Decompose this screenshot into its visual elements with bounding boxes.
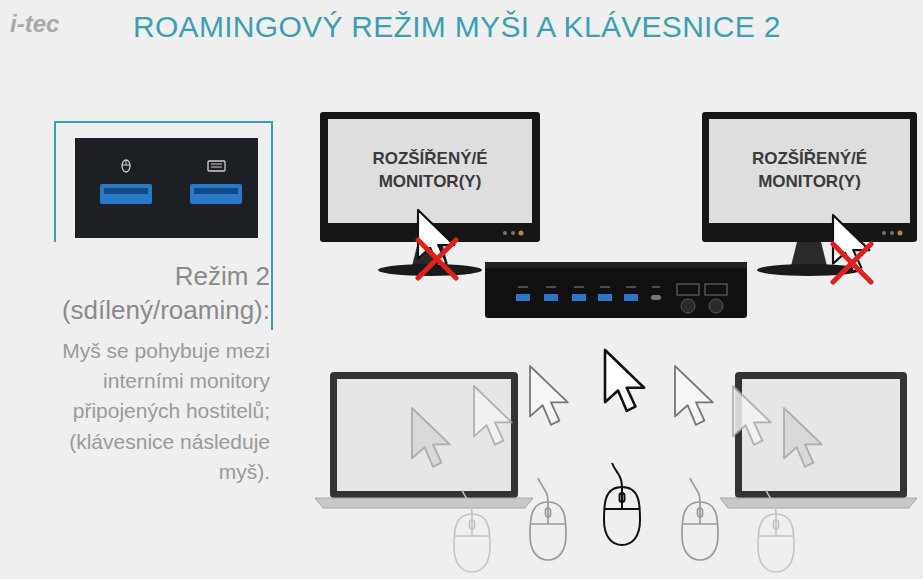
mouse-part bbox=[758, 490, 794, 572]
monitor-part bbox=[791, 242, 827, 266]
usb-port-photo-part bbox=[211, 164, 222, 167]
mode-description: Režim 2 (sdílený/roaming): Myš se pohybuj… bbox=[30, 122, 270, 488]
usb-port-photo bbox=[75, 138, 258, 238]
docking-station-part bbox=[518, 286, 660, 287]
laptop-part bbox=[315, 498, 533, 508]
roaming-cursor bbox=[412, 350, 822, 467]
monitor-part bbox=[328, 119, 532, 223]
monitor-screen: ROZŠÍŘENÝ/É MONITOR(Y) bbox=[709, 119, 910, 223]
mouse-part bbox=[604, 463, 640, 545]
monitor-part bbox=[709, 119, 910, 223]
laptop bbox=[315, 372, 533, 508]
blocked-cursor-part bbox=[418, 240, 456, 278]
usb-port-photo-part bbox=[100, 184, 152, 204]
usb-port-photo-part bbox=[208, 161, 225, 171]
docking-station-part bbox=[485, 262, 747, 318]
laptop-part bbox=[330, 372, 518, 498]
mouse-part bbox=[682, 478, 718, 560]
usb-port-photo-part bbox=[122, 160, 130, 165]
monitor bbox=[702, 112, 917, 276]
laptop bbox=[720, 372, 917, 508]
docking-station-part bbox=[705, 284, 727, 295]
docking-station-part bbox=[572, 294, 586, 301]
laptop-part bbox=[337, 379, 511, 491]
usb-port-photo-part bbox=[104, 188, 148, 194]
roaming-cursor-part bbox=[733, 386, 771, 445]
docking-station-part bbox=[544, 294, 558, 301]
docking-station bbox=[485, 262, 747, 318]
roaming-cursor-part bbox=[412, 408, 450, 467]
monitor-part bbox=[503, 231, 507, 235]
monitor-screen: ROZŠÍŘENÝ/É MONITOR(Y) bbox=[328, 119, 532, 223]
usb-port-photo-part bbox=[122, 160, 130, 172]
roaming-cursor-part bbox=[605, 350, 644, 411]
blocked-cursor bbox=[833, 215, 871, 282]
usb-port-photo-part bbox=[75, 138, 258, 238]
usb-port-photo-part bbox=[190, 184, 242, 204]
docking-station-part bbox=[677, 284, 699, 295]
monitor-label: ROZŠÍŘENÝ/É MONITOR(Y) bbox=[360, 148, 500, 194]
usb-port-photo-part bbox=[194, 188, 238, 194]
laptop-part bbox=[742, 379, 900, 491]
docking-station-part bbox=[485, 262, 747, 268]
blocked-cursor-part bbox=[833, 244, 871, 282]
monitor-part bbox=[519, 231, 524, 236]
roaming-cursor-part bbox=[474, 386, 512, 445]
monitor-part bbox=[511, 231, 515, 235]
monitor-part bbox=[882, 231, 886, 235]
monitor-part bbox=[890, 231, 894, 235]
brand-logo: i-tec bbox=[10, 10, 59, 38]
mode-body: Myš se pohybuje mezi interními monitory … bbox=[60, 336, 270, 488]
roaming-cursor-part bbox=[784, 408, 822, 467]
monitor-part bbox=[702, 112, 917, 242]
docking-station-part bbox=[651, 295, 661, 300]
docking-station-part bbox=[681, 299, 695, 313]
mouse bbox=[454, 463, 794, 572]
mouse-part bbox=[454, 490, 490, 572]
mode-heading: Režim 2 (sdílený/roaming): bbox=[30, 260, 270, 328]
docking-station-part bbox=[516, 294, 530, 301]
docking-station-part bbox=[709, 299, 723, 313]
monitor-part bbox=[898, 231, 903, 236]
roaming-cursor-part bbox=[530, 366, 568, 425]
laptop-part bbox=[720, 498, 917, 508]
blocked-cursor bbox=[418, 210, 456, 278]
roaming-cursor-part bbox=[675, 366, 713, 425]
docking-station-part bbox=[598, 294, 612, 301]
mouse-part bbox=[530, 478, 566, 560]
page-title: ROAMINGOVÝ REŽIM MYŠI A KLÁVESNICE 2 bbox=[133, 10, 781, 44]
monitor-label: ROZŠÍŘENÝ/É MONITOR(Y) bbox=[740, 148, 880, 194]
docking-station-part bbox=[624, 294, 638, 301]
